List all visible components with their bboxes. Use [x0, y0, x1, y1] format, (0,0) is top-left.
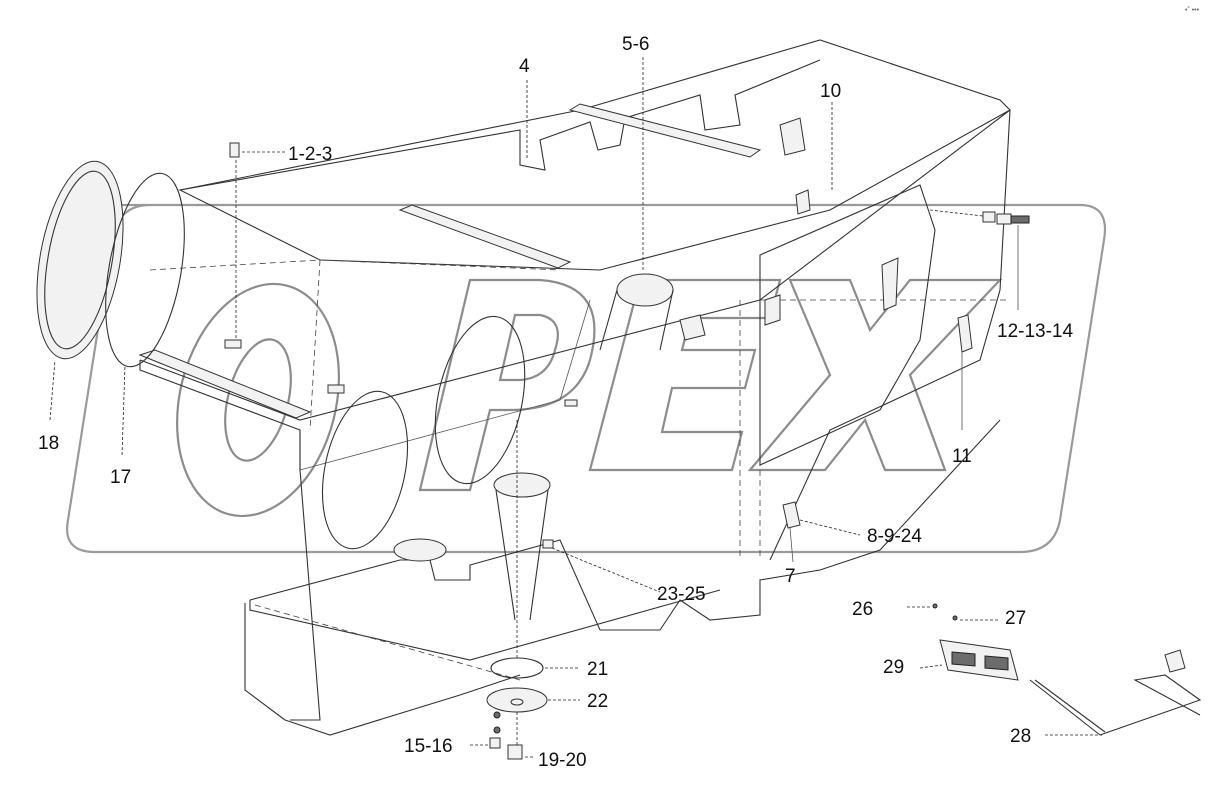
callout-11: 11	[952, 446, 972, 467]
callout-1-2-3: 1-2-3	[288, 144, 332, 165]
callout-28: 28	[1010, 726, 1031, 747]
side-opening-2	[434, 315, 526, 485]
bolt-15-16	[489, 737, 501, 749]
side-flange-18	[36, 160, 124, 360]
bolt-1-2-3	[229, 142, 285, 340]
callout-15-16: 15-16	[404, 736, 453, 757]
callout-7: 7	[785, 566, 796, 587]
callout-18: 18	[38, 433, 59, 454]
filler-neck	[599, 57, 706, 351]
drain-flange	[393, 472, 551, 621]
gasket-ring-17	[105, 172, 185, 368]
leader-17	[121, 364, 126, 456]
callout-8-9-24: 8-9-24	[867, 526, 922, 547]
side-opening	[321, 390, 409, 550]
callout-23-25: 23-25	[657, 584, 706, 605]
bolt-set-12-13-14	[929, 209, 1030, 310]
callout-17: 17	[110, 467, 131, 488]
bracket-7	[782, 501, 861, 563]
callout-26: 26	[852, 599, 873, 620]
top-brackets	[138, 103, 762, 419]
corner-mark: •˚ •••	[1185, 6, 1200, 14]
drain-assembly	[470, 420, 661, 760]
sender-housing-29	[939, 639, 1019, 681]
callout-21: 21	[587, 659, 608, 680]
callout-12-13-14: 12-13-14	[997, 321, 1073, 342]
drain-plug-19-20	[507, 744, 523, 760]
callout-22: 22	[587, 691, 608, 712]
callout-19-20: 19-20	[538, 750, 587, 771]
leader-18	[49, 359, 56, 421]
cover-plate-10	[759, 117, 936, 466]
tank-body	[139, 39, 1011, 736]
callout-4: 4	[519, 56, 530, 77]
callout-27: 27	[1005, 608, 1026, 629]
clamp-11	[957, 314, 973, 353]
sensor-assembly	[907, 603, 1202, 736]
callout-10: 10	[820, 81, 841, 102]
o-ring-21	[490, 657, 544, 679]
callout-29: 29	[883, 657, 904, 678]
callout-5-6: 5-6	[622, 34, 649, 55]
